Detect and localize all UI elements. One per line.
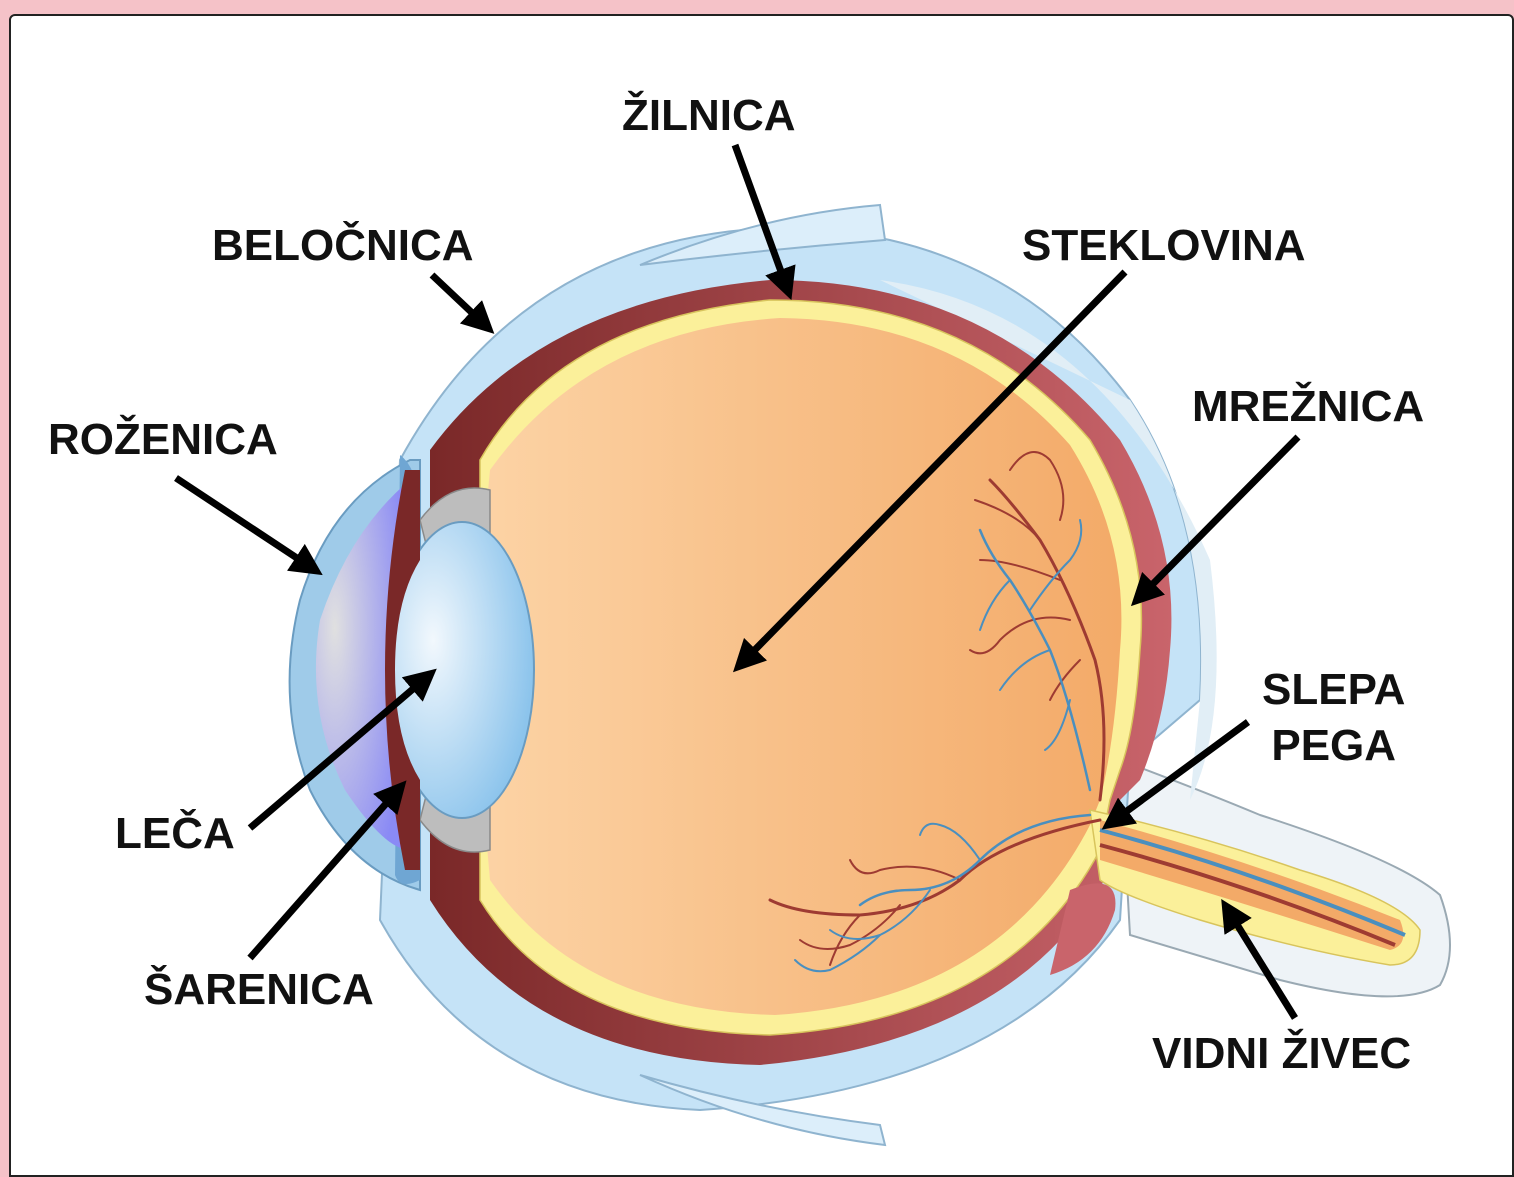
label-leca: LEČA (115, 812, 235, 856)
label-slepa-pega-line1: SLEPA (1262, 662, 1405, 718)
label-steklovina: STEKLOVINA (1022, 224, 1306, 268)
label-zilnica: ŽILNICA (622, 94, 796, 138)
label-mreznica: MREŽNICA (1192, 385, 1424, 429)
label-vidni-zivec: VIDNI ŽIVEC (1152, 1032, 1411, 1076)
label-sarenica: ŠARENICA (144, 968, 374, 1012)
label-slepa-pega-line2: PEGA (1262, 718, 1405, 774)
label-rozenica: ROŽENICA (48, 418, 278, 462)
arrow-icon (432, 275, 485, 325)
label-slepa-pega: SLEPA PEGA (1262, 662, 1405, 775)
label-belocnica: BELOČNICA (212, 224, 474, 268)
arrow-icon (176, 478, 312, 568)
